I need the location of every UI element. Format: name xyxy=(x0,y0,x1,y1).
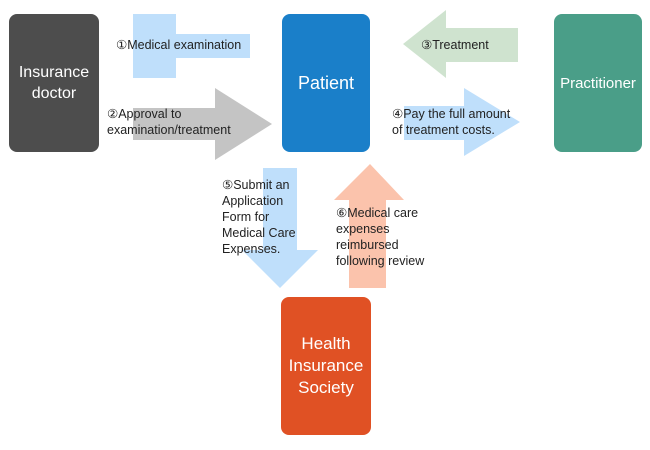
node-practitioner: Practitioner xyxy=(554,14,642,152)
edge-label-reimbursement: ⑥Medical care expenses reimbursed follow… xyxy=(336,206,425,268)
node-patient-label: Patient xyxy=(297,72,355,93)
arrow-medical-examination xyxy=(133,14,250,78)
edge-label-approval: ②Approval to examination/treatment xyxy=(107,107,231,137)
arrow-approval xyxy=(133,88,272,160)
arrow-pay-full-amount xyxy=(404,88,520,156)
node-patient: Patient xyxy=(282,14,370,152)
arrow-submit-application xyxy=(242,168,318,288)
node-insurance-doctor-label: Insurance doctor xyxy=(18,64,90,102)
edge-label-medical-examination: ①Medical examination xyxy=(116,38,242,52)
edge-label-pay-full-amount: ④Pay the full amount of treatment costs. xyxy=(392,107,511,137)
arrow-reimbursement xyxy=(334,164,404,288)
arrow-treatment xyxy=(403,10,518,78)
edge-label-treatment: ③Treatment xyxy=(421,38,489,52)
node-health-insurance-society: Health Insurance Society xyxy=(281,297,371,435)
node-health-insurance-society-label: Health Insurance Society xyxy=(288,334,364,397)
edge-label-submit-application: ⑤Submit an Application Form for Medical … xyxy=(222,178,296,256)
node-insurance-doctor: Insurance doctor xyxy=(9,14,99,152)
node-practitioner-label: Practitioner xyxy=(560,74,636,92)
